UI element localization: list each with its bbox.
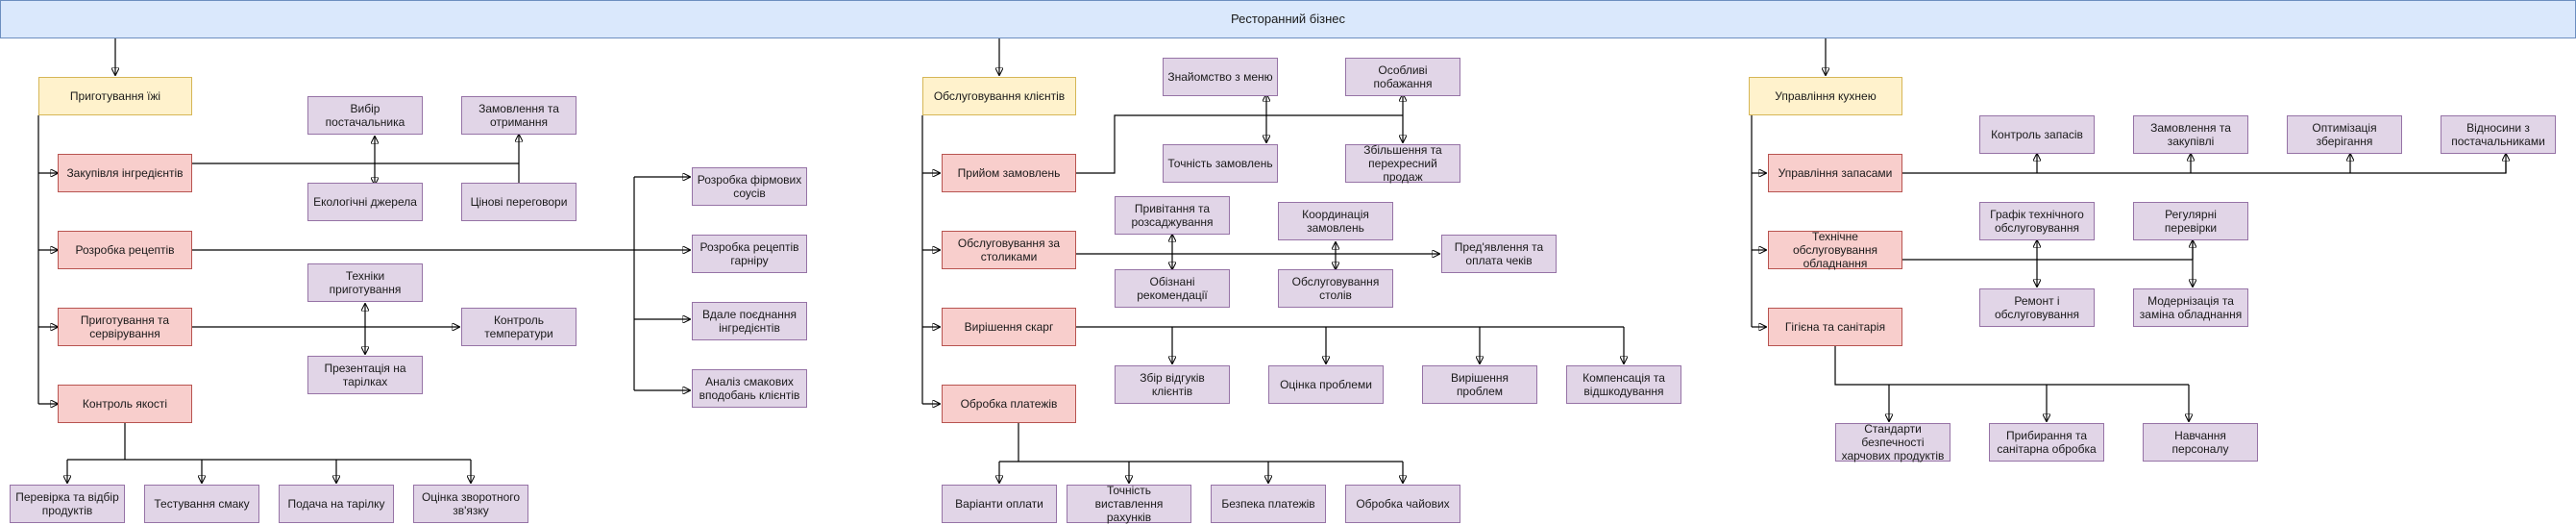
node-problem-solve[interactable]: Вирішення проблем <box>1422 365 1537 404</box>
node-techniques[interactable]: Техніки приготування <box>307 263 423 302</box>
node-feedback-collect[interactable]: Збір відгуків клієнтів <box>1115 365 1230 404</box>
node-complaints[interactable]: Вирішення скарг <box>942 308 1076 346</box>
node-cooking[interactable]: Приготування їжі <box>38 77 192 115</box>
node-hygiene[interactable]: Гігієна та санітарія <box>1768 308 1902 346</box>
node-prep-serving[interactable]: Приготування та сервірування <box>58 308 192 346</box>
root-node[interactable]: Ресторанний бізнес <box>0 0 2576 38</box>
node-kitchen-management[interactable]: Управління кухнею <box>1749 77 1902 115</box>
node-maintenance-schedule[interactable]: Графік технічного обслуговування <box>1979 202 2095 240</box>
node-staff-training[interactable]: Навчання персоналу <box>2143 423 2258 462</box>
node-pay-options[interactable]: Варіанти оплати <box>942 485 1057 523</box>
node-billing-accuracy[interactable]: Точність виставлення рахунків <box>1067 484 1191 524</box>
node-inventory[interactable]: Управління запасами <box>1768 154 1902 192</box>
node-tips[interactable]: Обробка чайових <box>1345 485 1460 523</box>
node-order-receive[interactable]: Замовлення та отримання <box>461 96 577 135</box>
node-quality-control[interactable]: Контроль якості <box>58 385 192 423</box>
node-plate-presentation[interactable]: Презентація на тарілках <box>307 356 423 394</box>
node-payments[interactable]: Обробка платежів <box>942 385 1076 423</box>
node-cleaning[interactable]: Прибирання та санітарна обробка <box>1989 423 2104 462</box>
node-temp-control[interactable]: Контроль температури <box>461 308 577 346</box>
node-equipment-maintenance[interactable]: Технічне обслуговування обладнання <box>1768 230 1902 270</box>
node-table-service[interactable]: Обслуговування столів <box>1278 269 1393 308</box>
node-garnish-recipes[interactable]: Розробка рецептів гарніру <box>692 235 807 273</box>
node-recipes[interactable]: Розробка рецептів <box>58 231 192 269</box>
node-inspections[interactable]: Регулярні перевірки <box>2133 202 2248 240</box>
node-stock-control[interactable]: Контроль запасів <box>1979 115 2095 154</box>
node-special-wishes[interactable]: Особливі побажання <box>1345 58 1460 96</box>
node-equipment-upgrade[interactable]: Модернізація та заміна обладнання <box>2133 288 2248 327</box>
node-supplier-choice[interactable]: Вибір постачальника <box>307 96 423 135</box>
node-greeting[interactable]: Привітання та розсаджування <box>1115 196 1230 235</box>
node-procure-ingredients[interactable]: Закупівля інгредієнтів <box>58 154 192 192</box>
node-repair[interactable]: Ремонт і обслуговування <box>1979 288 2095 327</box>
node-feedback[interactable]: Оцінка зворотного зв'язку <box>413 485 528 523</box>
node-check-products[interactable]: Перевірка та відбір продуктів <box>10 485 125 523</box>
node-taste-analysis[interactable]: Аналіз смакових вподобань клієнтів <box>692 369 807 408</box>
node-customer-service[interactable]: Обслуговування клієнтів <box>922 77 1076 115</box>
node-taste-test[interactable]: Тестування смаку <box>144 485 259 523</box>
node-compensation[interactable]: Компенсація та відшкодування <box>1566 365 1681 404</box>
node-mandatory-recs[interactable]: Обізнані рекомендації <box>1115 269 1230 308</box>
node-signature-sauces[interactable]: Розробка фірмових соусів <box>692 167 807 206</box>
node-storage-optimization[interactable]: Оптимізація зберігання <box>2287 115 2402 154</box>
node-taking-orders[interactable]: Прийом замовлень <box>942 154 1076 192</box>
node-order-coordination[interactable]: Координація замовлень <box>1278 202 1393 240</box>
node-problem-assess[interactable]: Оцінка проблеми <box>1268 365 1384 404</box>
node-table-service-main[interactable]: Обслуговування за столиками <box>942 231 1076 269</box>
node-supplier-relations[interactable]: Відносини з постачальниками <box>2441 115 2556 154</box>
node-safety-standards[interactable]: Стандарти безпечності харчових продуктів <box>1835 422 1950 462</box>
node-pay-security[interactable]: Безпека платежів <box>1211 485 1326 523</box>
node-eco-sources[interactable]: Екологічні джерела <box>307 183 423 221</box>
node-price-negotiation[interactable]: Цінові переговори <box>461 183 577 221</box>
node-ingredient-pairing[interactable]: Вдале поєднання інгредієнтів <box>692 302 807 340</box>
node-upsell[interactable]: Збільшення та перехресний продаж <box>1345 143 1460 184</box>
node-menu-intro[interactable]: Знайомство з меню <box>1163 58 1278 96</box>
node-ordering[interactable]: Замовлення та закупівлі <box>2133 115 2248 154</box>
node-order-accuracy[interactable]: Точність замовлень <box>1163 144 1278 183</box>
node-bills[interactable]: Пред'явлення та оплата чеків <box>1441 235 1557 273</box>
node-plating[interactable]: Подача на тарілку <box>279 485 394 523</box>
